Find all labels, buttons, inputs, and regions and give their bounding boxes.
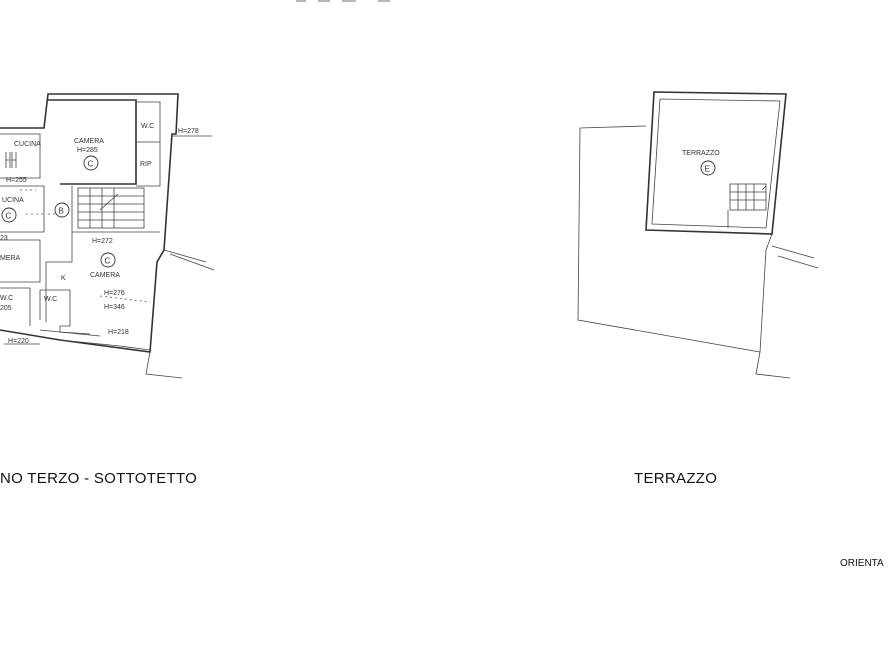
label-camera-mid: CAMERA [90,272,120,279]
left-plan-outer-wall [0,93,179,353]
marker-circle-b [54,202,70,218]
terrace-stairs [727,183,767,228]
label-h346: H=346 [104,304,125,311]
label-rip: RIP [140,161,152,168]
caption-left-plan: NO TERZO - SOTTOTETTO [0,470,197,487]
label-h255: H=255 [6,177,27,184]
label-camera-top-height: H=285 [77,147,98,154]
label-205: 205 [0,305,12,312]
right-floor-plan: TERRAZZO E TERRAZZO [577,91,819,487]
marker-circle-c-mid [100,252,116,268]
label-k: K [61,275,66,282]
kitchen-fixture [5,152,17,168]
terrace-exterior-lines [755,245,819,379]
left-stairs [77,187,145,229]
left-plan-inner-wall-3 [45,186,160,322]
marker-circle-c-top [83,155,99,171]
orientation-label: ORIENTA [840,558,884,569]
label-wc-mid: W.C [44,296,57,303]
dashed-ceiling-line-2 [20,189,60,215]
label-wc-left: W.C [0,295,13,302]
marker-e: E [705,165,710,174]
label-h220: H=220 [8,338,29,345]
label-cucina-mid: UCINA [2,197,24,204]
label-terrazzo: TERRAZZO [682,150,720,157]
marker-circle-c-left [1,207,17,223]
label-wc-top: W.C [141,123,154,130]
label-camera-top: CAMERA [74,138,104,145]
marker-b: B [59,207,64,216]
terrace-inner-wall [651,98,781,229]
left-plan-inner-wall-2 [136,101,161,187]
left-plan-inner-wall-4 [0,185,45,326]
marker-c-mid: C [105,257,111,266]
left-plan-wall-left-room [0,133,41,283]
label-h278: H=278 [178,128,199,135]
dashed-ceiling-line-1 [99,295,151,303]
label-h272: H=272 [92,238,113,245]
label-h276: H=276 [104,290,125,297]
label-cucina-top: CUCINA [14,141,41,148]
terrace-outer-wall [645,91,787,235]
marker-circle-e [700,160,716,176]
terrace-roof-outline [577,125,773,353]
marker-c-left: C [6,212,12,221]
label-23: 23 [0,235,8,242]
label-mera: MERA [0,255,21,262]
left-exterior-lines [4,135,215,379]
marker-c-top: C [88,160,94,169]
caption-right-plan: TERRAZZO [634,470,717,487]
left-floor-plan: CUCINA CAMERA H=285 C W.C RIP H=278 H=25… [0,93,215,487]
label-h218: H=218 [108,329,129,336]
